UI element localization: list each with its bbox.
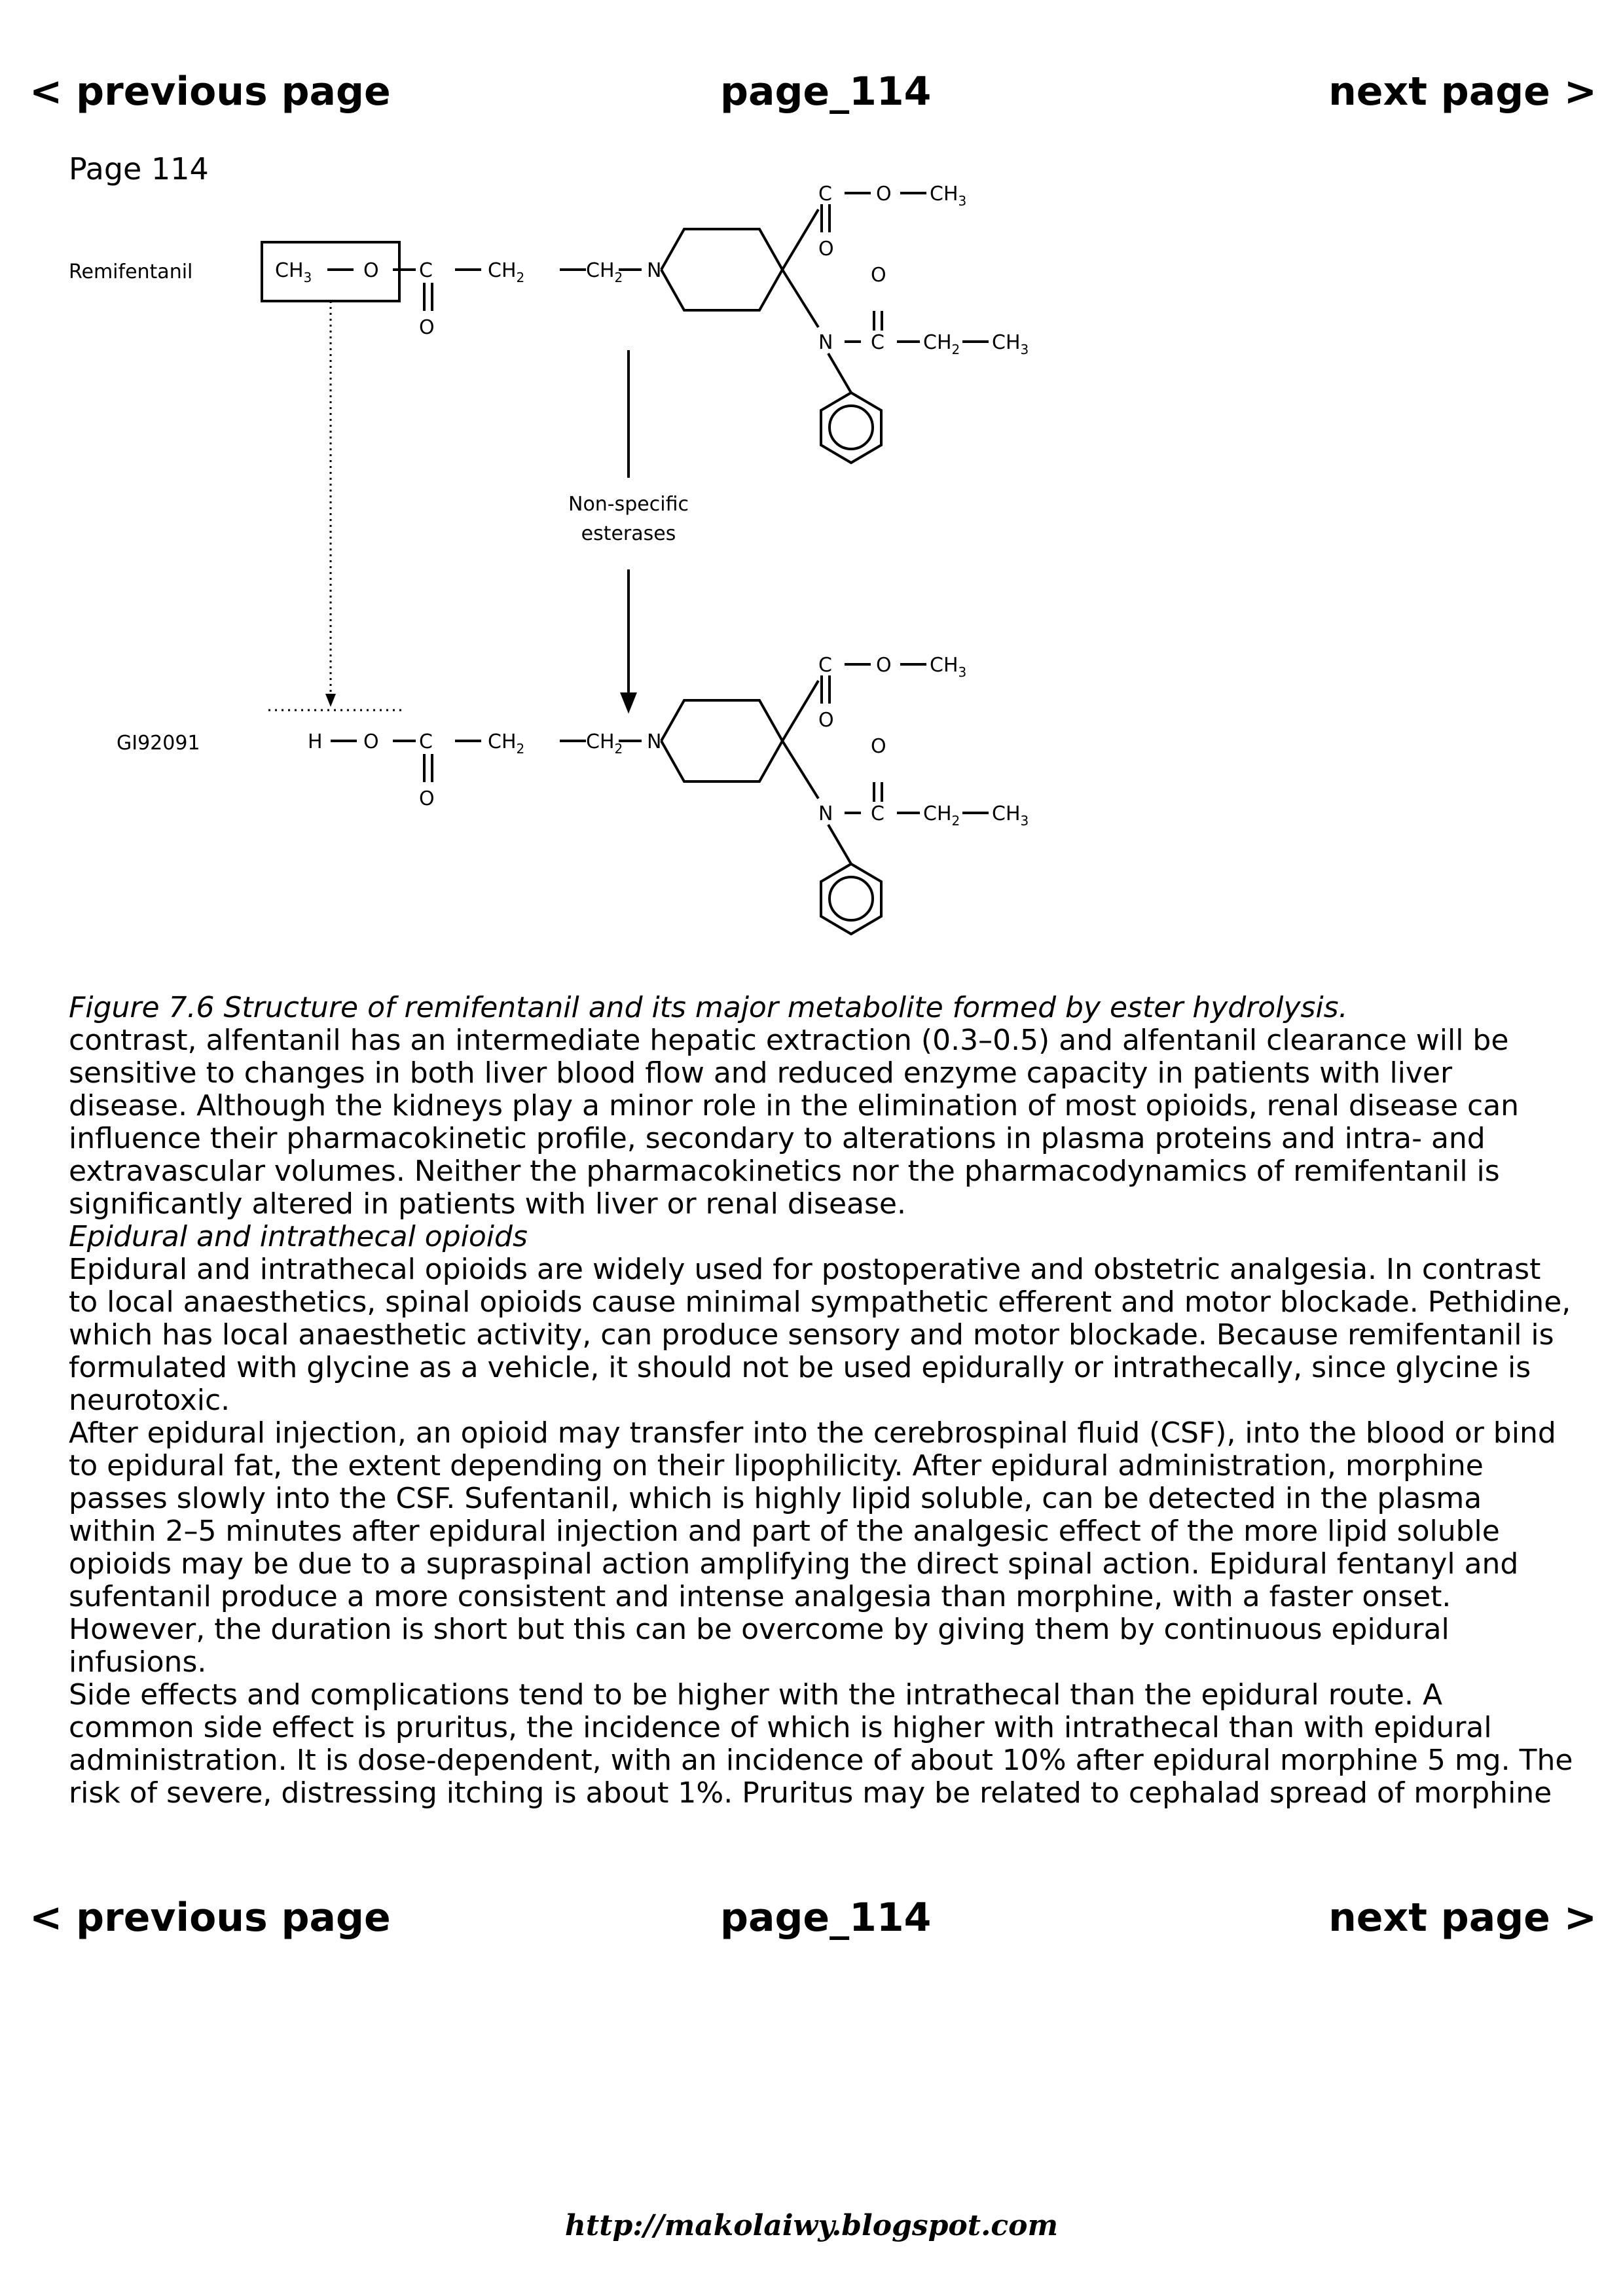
enzyme-label-line1: Non-specific	[568, 493, 689, 516]
svg-text:C: C	[818, 654, 832, 677]
paragraph: Side effects and complications tend to b…	[69, 1678, 1573, 1810]
remifentanil-structure-figure: Remifentanil GI92091 Non-specific estera…	[69, 183, 1029, 936]
svg-text:C: C	[419, 730, 433, 753]
svg-text:N: N	[647, 259, 661, 282]
enzyme-label-line2: esterases	[581, 522, 676, 545]
next-page-link[interactable]: next page >	[1328, 1895, 1597, 1941]
remifentanil-atoms: CH3 O C O CH2 CH2 N C O CH3 O O N C CH2 …	[275, 183, 1029, 357]
svg-text:O: O	[876, 654, 892, 677]
svg-text:O: O	[818, 709, 834, 732]
svg-text:N: N	[818, 802, 833, 825]
paragraph: Epidural and intrathecal opioids are wid…	[69, 1253, 1571, 1417]
svg-text:CH3: CH3	[930, 183, 966, 209]
svg-text:N: N	[647, 730, 661, 753]
svg-text:O: O	[818, 238, 834, 260]
previous-page-link[interactable]: < previous page	[29, 69, 391, 115]
metabolite-label: GI92091	[117, 732, 200, 755]
svg-text:CH2: CH2	[488, 730, 524, 757]
svg-text:CH3: CH3	[992, 802, 1029, 829]
svg-text:CH2: CH2	[923, 331, 960, 357]
paragraph: contrast, alfentanil has an intermediate…	[69, 1024, 1520, 1221]
svg-text:CH2: CH2	[488, 259, 524, 285]
svg-text:O: O	[871, 264, 886, 287]
current-page-link[interactable]: page_114	[720, 69, 932, 115]
svg-text:CH2: CH2	[586, 259, 623, 285]
remifentanil-label: Remifentanil	[69, 260, 192, 283]
svg-text:CH2: CH2	[923, 802, 960, 829]
svg-text:C: C	[419, 259, 433, 282]
svg-text:C: C	[818, 183, 832, 206]
section-heading: Epidural and intrathecal opioids	[69, 1220, 528, 1253]
top-navigation: < previous page page_114 next page >	[0, 62, 1623, 121]
current-page-link[interactable]: page_114	[720, 1895, 932, 1941]
svg-text:H: H	[308, 730, 323, 753]
metabolite-atoms: H O C O CH2 CH2 N C O CH3 O O N C CH2 CH…	[308, 654, 1029, 829]
svg-text:O: O	[419, 787, 435, 810]
svg-text:O: O	[871, 735, 886, 758]
svg-text:CH3: CH3	[930, 654, 966, 680]
body-text: Figure 7.6 Structure of remifentanil and…	[69, 992, 1575, 1810]
svg-text:C: C	[871, 331, 884, 354]
svg-text:C: C	[871, 802, 884, 825]
page-number-label: Page 114	[69, 151, 209, 187]
svg-text:O: O	[876, 183, 892, 206]
svg-text:CH3: CH3	[275, 259, 312, 285]
bottom-navigation: < previous page page_114 next page >	[0, 1888, 1623, 1947]
next-page-link[interactable]: next page >	[1328, 69, 1597, 115]
svg-text:CH3: CH3	[992, 331, 1029, 357]
svg-text:O: O	[363, 730, 379, 753]
svg-text:O: O	[363, 259, 379, 282]
svg-text:CH2: CH2	[586, 730, 623, 757]
previous-page-link[interactable]: < previous page	[29, 1895, 391, 1941]
svg-text:N: N	[818, 331, 833, 354]
svg-text:O: O	[419, 316, 435, 339]
figure-caption: Figure 7.6 Structure of remifentanil and…	[69, 991, 1348, 1024]
paragraph: After epidural injection, an opioid may …	[69, 1416, 1556, 1679]
footer-url: http://makolaiwy.blogspot.com	[564, 2209, 1059, 2242]
